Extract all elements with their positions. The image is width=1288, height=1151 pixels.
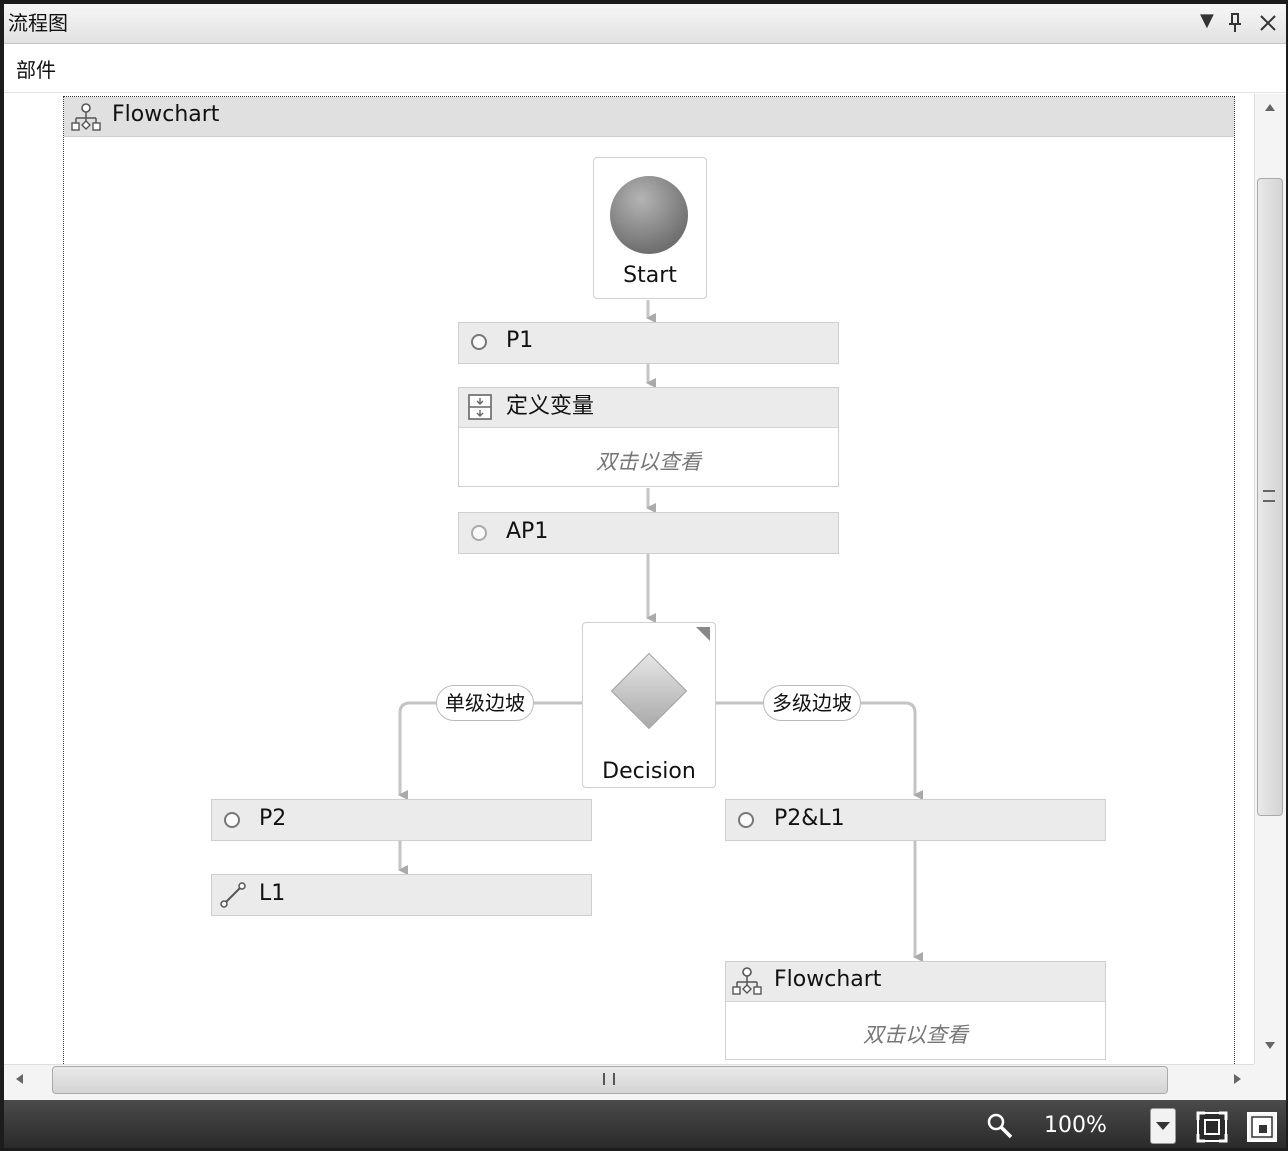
activity-l1-label: L1	[259, 881, 286, 906]
start-label: Start	[623, 263, 677, 288]
scroll-left-icon[interactable]	[16, 1074, 23, 1084]
edge-decision-p2l1	[716, 701, 923, 800]
fit-to-screen-icon[interactable]	[1196, 1111, 1228, 1143]
sequence-icon	[467, 393, 493, 421]
title-bar	[4, 4, 1286, 44]
activity-p2l1[interactable]	[725, 799, 1106, 841]
activity-circle-icon	[471, 525, 487, 541]
pin-icon[interactable]	[1226, 12, 1244, 34]
activity-p2-label: P2	[259, 806, 287, 831]
close-icon[interactable]	[1258, 13, 1278, 33]
status-bar	[4, 1100, 1286, 1148]
scroll-right-icon[interactable]	[1234, 1074, 1241, 1084]
activity-ap1[interactable]	[458, 512, 839, 554]
edge-label-single-slope[interactable]: 单级边坡	[436, 685, 534, 721]
activity-l1[interactable]	[211, 874, 592, 916]
edge-decision-p2	[398, 701, 582, 800]
root-flowchart-header[interactable]	[64, 97, 1234, 137]
chevron-down-icon	[1156, 1122, 1170, 1130]
activity-circle-icon	[471, 334, 487, 350]
activity-p1[interactable]	[458, 322, 839, 364]
sub-flowchart-label: Flowchart	[774, 967, 882, 992]
dropdown-icon[interactable]: ▼	[1200, 10, 1214, 31]
activity-define-vars-header	[459, 388, 838, 428]
activity-circle-icon	[224, 812, 240, 828]
activity-p1-label: P1	[506, 328, 534, 353]
activity-define-vars-hint[interactable]: 双击以查看	[596, 450, 701, 474]
line-icon	[219, 881, 247, 909]
breadcrumb-bar	[4, 45, 1286, 93]
overview-icon[interactable]	[1246, 1111, 1278, 1143]
activity-ap1-label: AP1	[506, 519, 549, 544]
breadcrumb[interactable]: 部件	[16, 58, 56, 82]
decision-label: Decision	[602, 759, 696, 784]
horizontal-scroll-thumb[interactable]	[52, 1066, 1168, 1094]
scroll-corner	[1254, 1064, 1286, 1100]
scroll-down-icon[interactable]	[1265, 1042, 1275, 1049]
activity-p2l1-label: P2&L1	[774, 806, 845, 831]
vertical-scroll-thumb[interactable]	[1257, 178, 1283, 816]
zoom-level[interactable]: 100%	[1044, 1113, 1107, 1138]
thumb-grip-icon	[1263, 490, 1275, 502]
edge-label-multi-slope[interactable]: 多级边坡	[763, 685, 861, 721]
activity-circle-icon	[738, 812, 754, 828]
flowchart-icon	[731, 966, 763, 996]
window-title: 流程图	[8, 11, 68, 35]
start-circle-icon	[610, 176, 688, 254]
decision-corner-icon[interactable]	[696, 627, 710, 641]
sub-flowchart-hint[interactable]: 双击以查看	[863, 1023, 968, 1047]
root-flowchart-label: Flowchart	[112, 102, 220, 127]
scroll-up-icon[interactable]	[1265, 104, 1275, 111]
flowchart-icon	[70, 102, 102, 132]
activity-p2[interactable]	[211, 799, 592, 841]
sub-flowchart-header	[726, 962, 1105, 1002]
magnifier-icon[interactable]	[986, 1112, 1014, 1140]
thumb-grip-icon	[603, 1073, 615, 1085]
activity-define-vars-label: 定义变量	[506, 394, 595, 419]
